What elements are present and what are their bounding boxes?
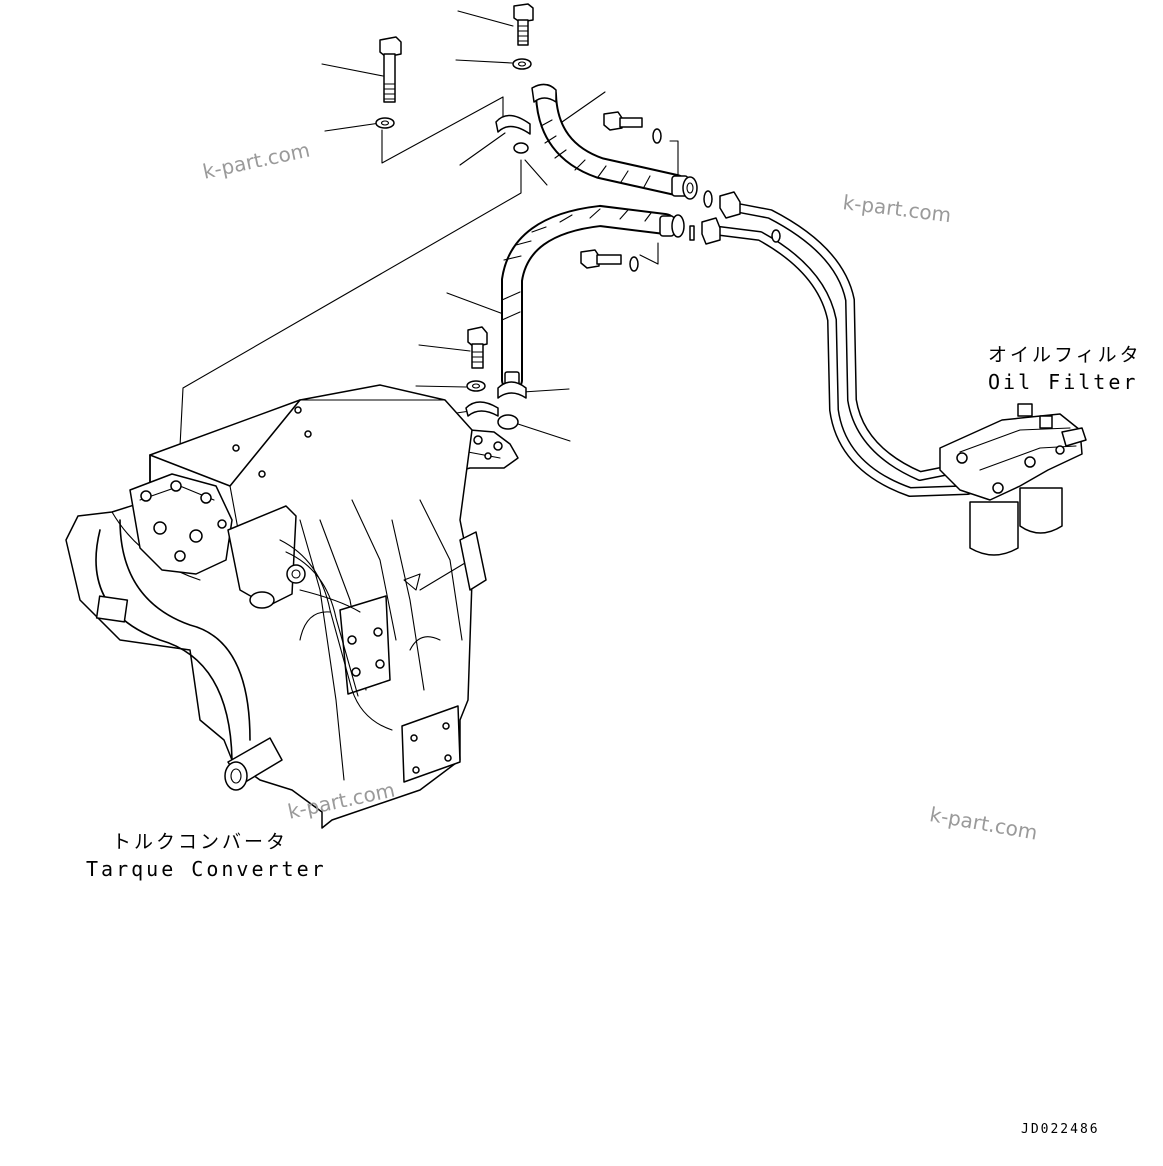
torque-converter-label-en: Tarque Converter	[86, 857, 327, 881]
o-ring-right-lower	[689, 225, 695, 241]
side-bolt-lower	[580, 249, 639, 272]
top-bolt-upper	[513, 3, 534, 46]
oil-filter-label-jp: オイルフィルタ	[988, 344, 1142, 366]
rigid-tubes	[701, 191, 973, 497]
side-bolt-upper	[603, 111, 662, 144]
lower-bolt	[467, 326, 488, 369]
washer-lower-hole	[471, 383, 481, 389]
top-bolt-left	[379, 36, 402, 103]
oil-filter-assembly	[939, 403, 1087, 556]
upper-hose	[531, 83, 698, 200]
torque-converter-housing	[65, 384, 487, 829]
washer-upper-hole	[517, 61, 527, 67]
drawing-number: JD022486	[1021, 1122, 1100, 1137]
split-flange-upper	[495, 114, 531, 135]
torque-converter-label-jp: トルクコンバータ	[112, 831, 289, 853]
washer-lower	[466, 380, 486, 392]
lower-hose	[497, 204, 685, 399]
washer-left-hole	[380, 120, 390, 126]
oil-filter-label-en: Oil Filter	[988, 370, 1139, 394]
split-flange-lower	[465, 401, 499, 417]
o-ring-right-upper	[703, 190, 713, 208]
o-ring-upper	[513, 142, 529, 154]
washer-upper	[512, 58, 532, 70]
o-ring-lower	[497, 414, 519, 430]
washer-left	[375, 117, 395, 129]
